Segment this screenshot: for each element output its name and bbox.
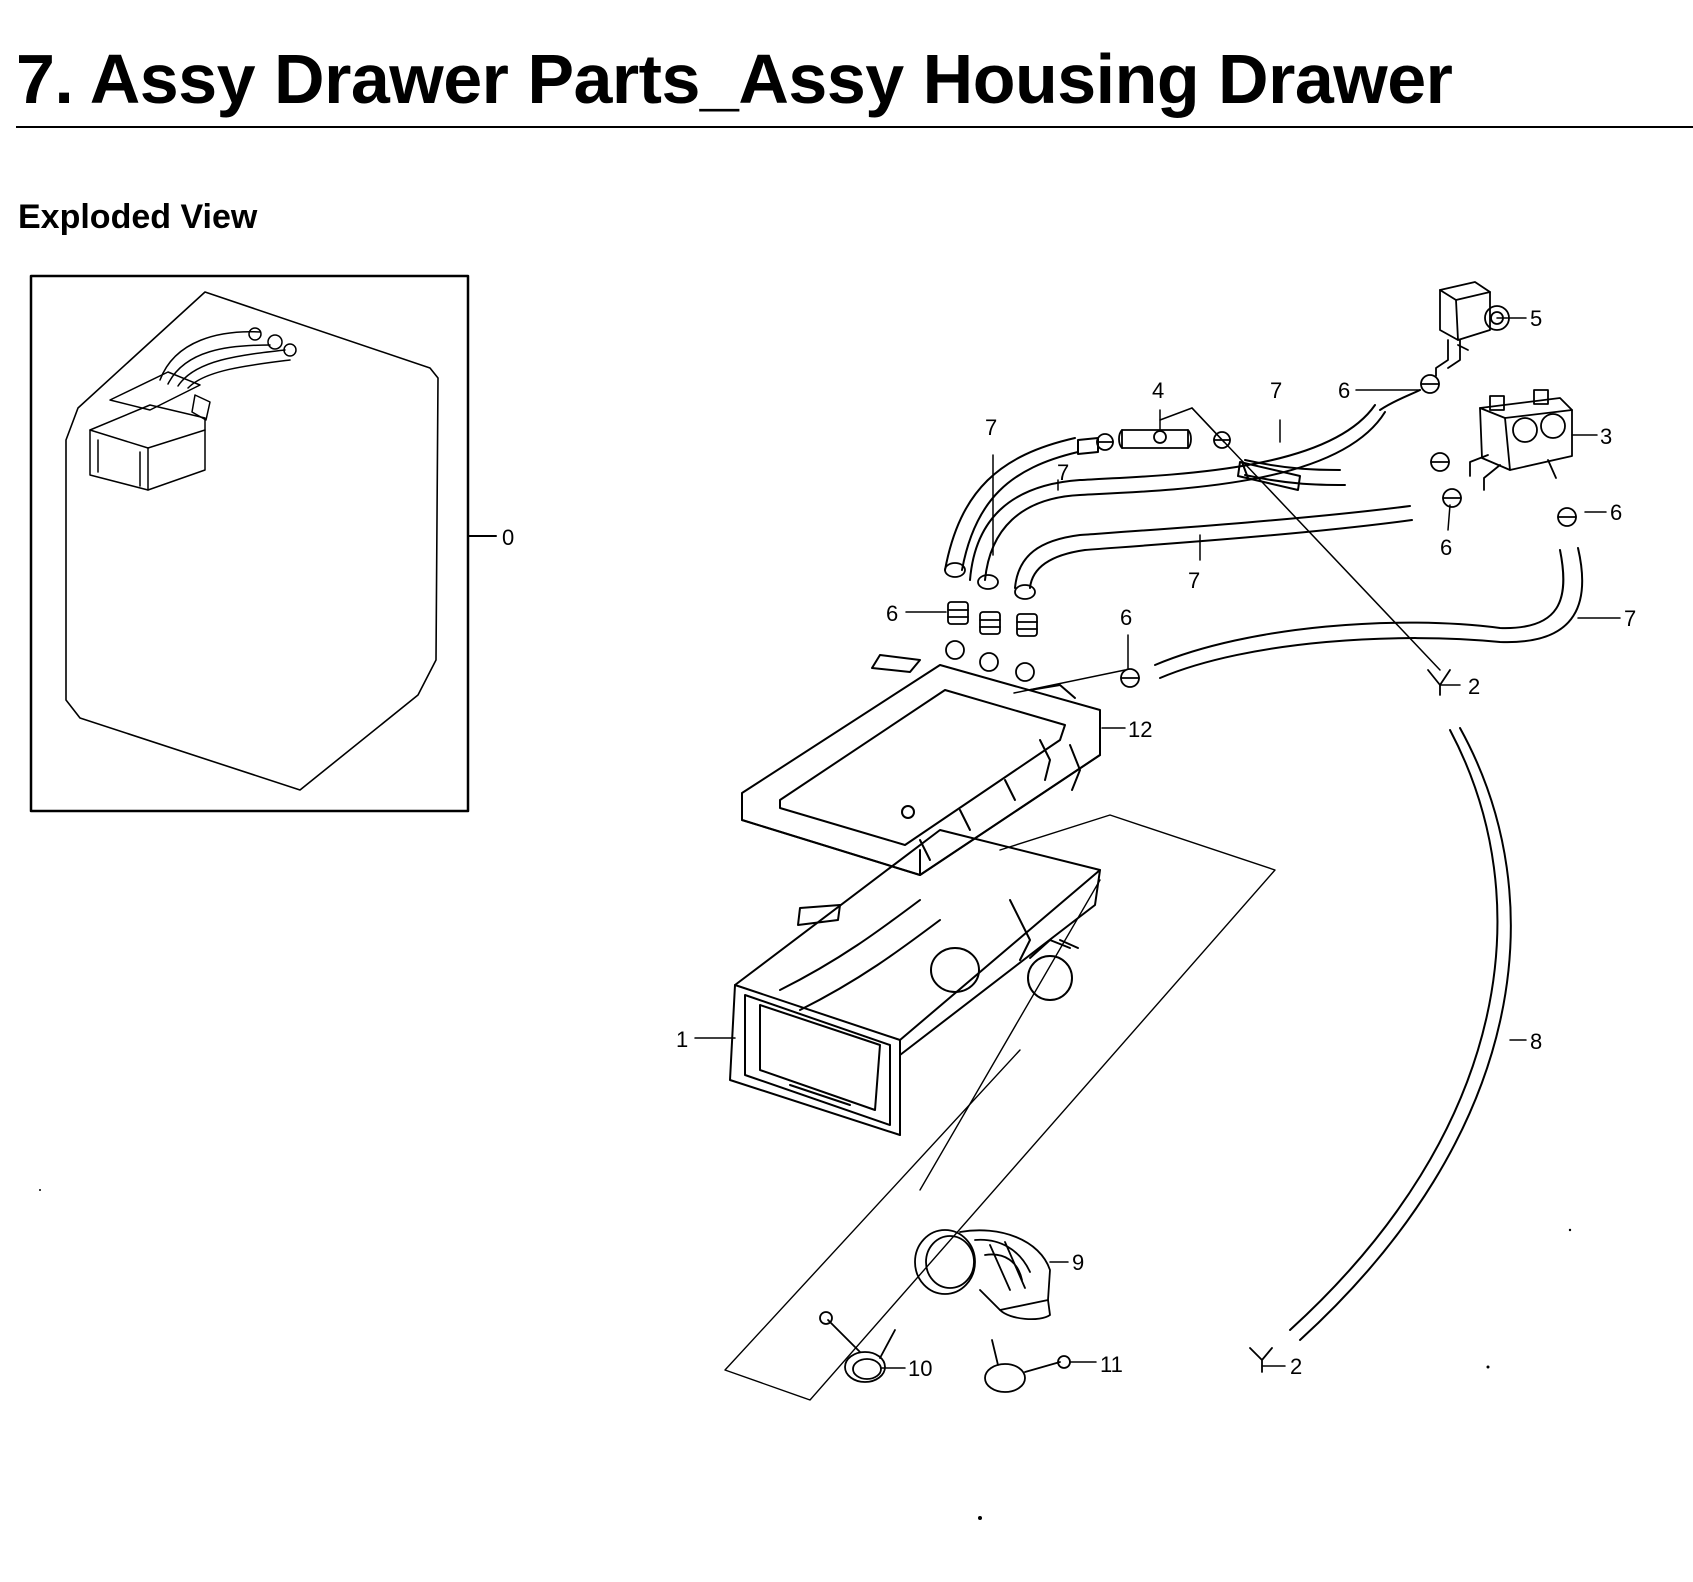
clamp-ring-11 bbox=[984, 1339, 1071, 1393]
callout-2: 2 bbox=[1290, 1354, 1302, 1379]
callout-12: 12 bbox=[1128, 717, 1152, 742]
callout-6: 6 bbox=[1338, 378, 1350, 403]
clamp-icon bbox=[979, 611, 1001, 635]
callout-10: 10 bbox=[908, 1356, 932, 1381]
callout-4: 4 bbox=[1152, 378, 1164, 403]
callout-7: 7 bbox=[1624, 606, 1636, 631]
alignment-guides bbox=[724, 814, 1276, 1401]
callout-9: 9 bbox=[1072, 1250, 1084, 1275]
clamp-icon bbox=[1096, 433, 1114, 451]
hose-ends bbox=[944, 562, 1036, 682]
callout-7: 7 bbox=[1057, 460, 1069, 485]
callout-2: 2 bbox=[1468, 674, 1480, 699]
tee-connector bbox=[1118, 429, 1192, 449]
hoses bbox=[944, 389, 1584, 1341]
clamp-ring-10 bbox=[819, 1311, 896, 1383]
clamp-icon bbox=[1430, 452, 1450, 472]
callout-7: 7 bbox=[1188, 568, 1200, 593]
water-valve-5 bbox=[1435, 281, 1510, 377]
callout-0: 0 bbox=[502, 525, 514, 550]
clamps bbox=[947, 374, 1577, 688]
callout-6: 6 bbox=[1610, 500, 1622, 525]
callout-1: 1 bbox=[676, 1027, 688, 1052]
callout-6: 6 bbox=[886, 601, 898, 626]
bellows-hose bbox=[914, 1229, 1051, 1321]
callout-labels: 0 5 6 4 7 3 7 7 6 6 7 6 6 7 2 12 1 8 9 1… bbox=[502, 306, 1636, 1381]
callout-3: 3 bbox=[1600, 424, 1612, 449]
callout-8: 8 bbox=[1530, 1029, 1542, 1054]
callout-7: 7 bbox=[985, 415, 997, 440]
callout-6: 6 bbox=[1440, 535, 1452, 560]
housing-lid bbox=[741, 654, 1101, 876]
clamp-icon bbox=[1557, 507, 1577, 527]
callout-11: 11 bbox=[1100, 1352, 1123, 1377]
clamp-icon bbox=[1120, 668, 1140, 688]
section-title: Exploded View bbox=[18, 198, 258, 236]
callout-6: 6 bbox=[1120, 605, 1132, 630]
clamp-icon bbox=[1442, 488, 1462, 508]
hose-clips bbox=[1249, 669, 1451, 1373]
callout-5: 5 bbox=[1530, 306, 1542, 331]
drawer-housing bbox=[729, 829, 1101, 1136]
clamp-icon bbox=[1420, 374, 1440, 394]
clamp-icon bbox=[947, 601, 969, 625]
inset-assembly-icon bbox=[89, 327, 297, 491]
assembly-inset bbox=[29, 274, 497, 813]
title-rule bbox=[16, 126, 1693, 128]
leader-lines bbox=[694, 317, 1621, 1369]
water-valve-3 bbox=[1469, 389, 1573, 491]
clamp-icon bbox=[1016, 613, 1038, 637]
scan-specks bbox=[39, 1189, 1572, 1520]
page-title: 7. Assy Drawer Parts_Assy Housing Drawer bbox=[16, 40, 1453, 118]
callout-7: 7 bbox=[1270, 378, 1282, 403]
